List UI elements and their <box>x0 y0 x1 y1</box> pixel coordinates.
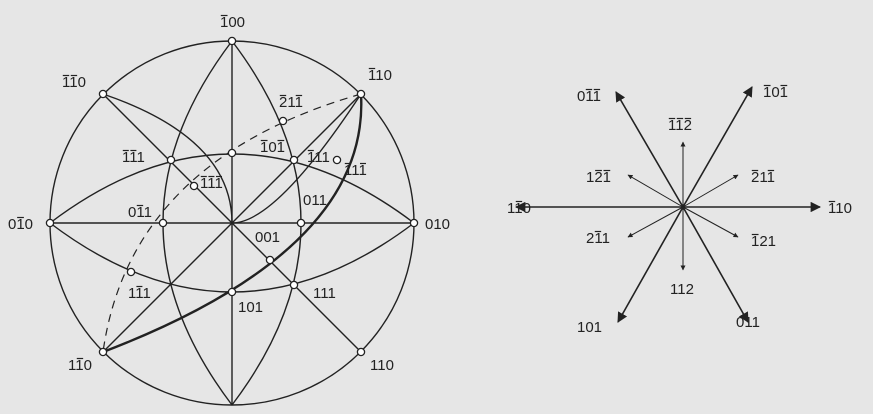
pole-label: 211 <box>279 94 303 111</box>
vector-label: 110 <box>507 200 531 217</box>
pole-m1m10: 110 <box>62 74 108 99</box>
trace-dashed <box>102 93 362 353</box>
pole-point <box>296 218 306 228</box>
stereographic-projection: 100 110 110 211 101 111 111 111 111 010 011 011 010 0… <box>8 14 450 406</box>
poles-layer: 100 110 110 211 101 111 111 111 111 010 011 011 010 0… <box>8 14 450 374</box>
pole-point <box>98 347 108 357</box>
pole-111: 111 <box>289 280 336 302</box>
pole-label: 111 <box>313 285 336 302</box>
great-circle-arc-upper-left <box>102 93 233 224</box>
pole-010: 010 <box>409 216 450 233</box>
pole-point <box>278 116 288 126</box>
vector-label: 011 <box>736 314 760 331</box>
pole-point <box>356 89 366 99</box>
pole-point <box>227 287 237 297</box>
vector-arrow <box>627 174 684 208</box>
pole-point <box>265 255 275 265</box>
pole-m11m1: 111 <box>332 155 367 179</box>
pole-101: 101 <box>227 287 263 316</box>
pole-point <box>409 218 419 228</box>
vector-label: 112 <box>668 117 692 134</box>
pole-m1m1m1: 111 <box>189 175 223 192</box>
vector-v2m11: 211 <box>586 206 684 247</box>
pole-label: 001 <box>255 229 280 246</box>
pole-label: 011 <box>128 204 152 221</box>
trace-thick <box>102 93 363 354</box>
vector-v101: 101 <box>577 206 684 336</box>
pole-m21m1: 211 <box>278 94 303 126</box>
pole-point <box>227 36 237 46</box>
pole-0m11: 011 <box>128 204 168 228</box>
vector-label: 101 <box>763 84 788 101</box>
pole-point <box>45 218 55 228</box>
pole-m110: 110 <box>356 67 392 99</box>
vector-vm10m1: 101 <box>682 84 788 208</box>
vector-label: 211 <box>586 230 610 247</box>
pole-label: 010 <box>425 216 450 233</box>
pole-label: 111 <box>307 149 330 166</box>
pole-label: 110 <box>68 357 92 374</box>
pole-1m11: 111 <box>126 267 151 302</box>
pole-label: 111 <box>122 149 145 166</box>
vector-v12m1: 121 <box>586 169 684 208</box>
vector-vm21m1: 211 <box>682 169 775 208</box>
vector-label: 011 <box>577 88 601 105</box>
pole-m111: 111 <box>289 149 330 166</box>
pole-0m10: 010 <box>8 216 55 233</box>
vector-label: 121 <box>586 169 611 186</box>
direction-vector-diagram: 011 101 112 121 211 110 110 211 121 112 101 011 <box>507 84 852 336</box>
pole-110: 110 <box>356 347 394 374</box>
pole-point <box>289 280 299 290</box>
pole-label: 110 <box>62 74 86 91</box>
pole-label: 111 <box>344 162 367 179</box>
vector-arrow <box>682 174 739 208</box>
vector-v1m10: 110 <box>507 200 683 217</box>
vector-arrow <box>617 206 684 323</box>
pole-label: 111 <box>200 175 223 192</box>
pole-point <box>189 181 199 191</box>
pole-point <box>289 155 299 165</box>
vector-label: 211 <box>751 169 775 186</box>
vector-vm1m1m2: 112 <box>668 117 692 207</box>
pole-label: 101 <box>260 139 285 156</box>
vector-v0m1m1: 011 <box>577 88 684 208</box>
pole-point <box>356 347 366 357</box>
pole-label: 010 <box>8 216 33 233</box>
pole-label: 110 <box>368 67 392 84</box>
pole-m10m1: 101 <box>227 139 285 158</box>
pole-label: 101 <box>238 299 263 316</box>
vector-label: 101 <box>577 319 602 336</box>
pole-point <box>158 218 168 228</box>
pole-m1m11: 111 <box>122 149 176 166</box>
pole-point <box>332 155 342 165</box>
pole-001: 001 <box>255 229 280 265</box>
pole-point <box>126 267 136 277</box>
great-circle-arc-upper-right <box>231 93 362 224</box>
vector-arrow <box>682 86 753 208</box>
vector-arrow <box>682 206 739 238</box>
vector-arrow <box>615 91 684 208</box>
vector-vm121: 121 <box>682 206 776 250</box>
pole-point <box>227 148 237 158</box>
pole-label: 011 <box>303 192 327 209</box>
vector-label: 121 <box>751 233 776 250</box>
pole-m100: 100 <box>220 14 245 46</box>
vector-label: 110 <box>828 200 852 217</box>
vector-v011: 011 <box>682 206 760 331</box>
pole-label: 110 <box>370 357 394 374</box>
pole-point <box>98 89 108 99</box>
pole-011: 011 <box>296 192 327 228</box>
pole-label: 111 <box>128 285 151 302</box>
pole-1m10: 110 <box>68 347 108 374</box>
vector-v112: 112 <box>670 207 694 298</box>
vector-arrow <box>682 206 749 323</box>
pole-label: 100 <box>220 14 245 31</box>
vector-arrow <box>627 206 684 238</box>
vector-vm110: 110 <box>683 200 852 217</box>
pole-point <box>166 155 176 165</box>
vector-label: 112 <box>670 281 694 298</box>
